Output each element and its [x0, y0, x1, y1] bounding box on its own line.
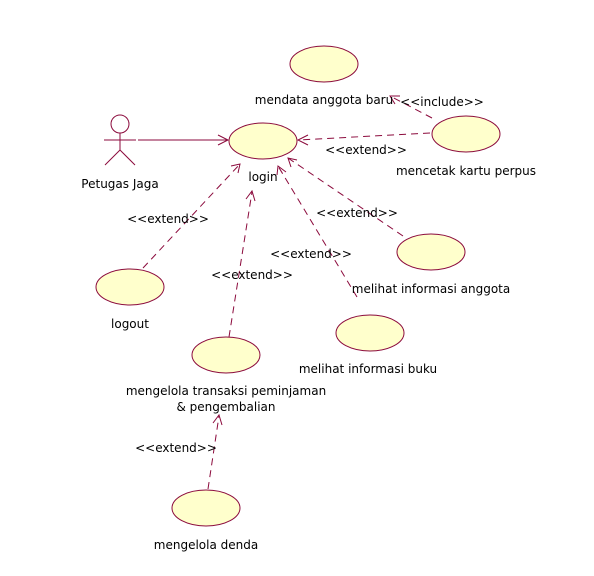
usecase-label: logout [111, 317, 149, 331]
usecase-label: melihat informasi anggota [352, 282, 510, 296]
usecase-label: login [248, 170, 277, 184]
extend-logout-login: <<extend>> [127, 163, 241, 269]
actor-stick-figure-icon [104, 114, 136, 166]
usecase-melihat-informasi-buku[interactable]: melihat informasi buku [299, 314, 437, 376]
include-mencetak-mendata: <<include>> [389, 95, 484, 119]
usecase-label: mendata anggota baru [255, 93, 393, 107]
actor-label: Petugas Jaga [81, 177, 158, 191]
actor-petugas-jaga[interactable]: Petugas Jaga [81, 114, 159, 191]
extend-denda-transaksi: <<extend>> [135, 413, 223, 490]
extend-label: <<extend>> [325, 143, 407, 157]
usecase-label: mencetak kartu perpus [396, 164, 536, 178]
extend-info-anggota-login: <<extend>> [287, 157, 404, 237]
usecase-mengelola-denda[interactable]: mengelola denda [154, 489, 258, 552]
extend-label: <<extend>> [270, 247, 352, 261]
usecase-label-line-1: mengelola transaksi peminjaman [126, 384, 326, 398]
usecase-logout[interactable]: logout [95, 268, 165, 331]
usecase-login[interactable]: login [228, 122, 298, 184]
usecase-label-line-2: & pengembalian [176, 400, 275, 414]
extend-label: <<extend>> [135, 441, 217, 455]
usecase-melihat-informasi-anggota[interactable]: melihat informasi anggota [352, 233, 510, 296]
extend-transaksi-login: <<extend>> [211, 189, 293, 338]
extend-label: <<extend>> [127, 212, 209, 226]
include-label: <<include>> [400, 95, 484, 109]
extend-label: <<extend>> [211, 268, 293, 282]
use-cases: mendata anggota baru login mencetak kart… [95, 45, 536, 552]
relationships: <<include>> <<extend>> <<extend>> <<exte… [127, 95, 484, 490]
usecase-label: mengelola denda [154, 538, 258, 552]
usecase-label: melihat informasi buku [299, 362, 437, 376]
usecase-mencetak-kartu-perpus[interactable]: mencetak kartu perpus [396, 115, 536, 178]
extend-mencetak-login: <<extend>> [296, 132, 431, 157]
association-petugas-login [138, 134, 230, 146]
usecase-mendata-anggota-baru[interactable]: mendata anggota baru [255, 45, 393, 107]
extend-info-buku-login: <<extend>> [270, 165, 358, 298]
usecase-mengelola-transaksi[interactable]: mengelola transaksi peminjaman & pengemb… [126, 336, 326, 414]
extend-label: <<extend>> [316, 206, 398, 220]
